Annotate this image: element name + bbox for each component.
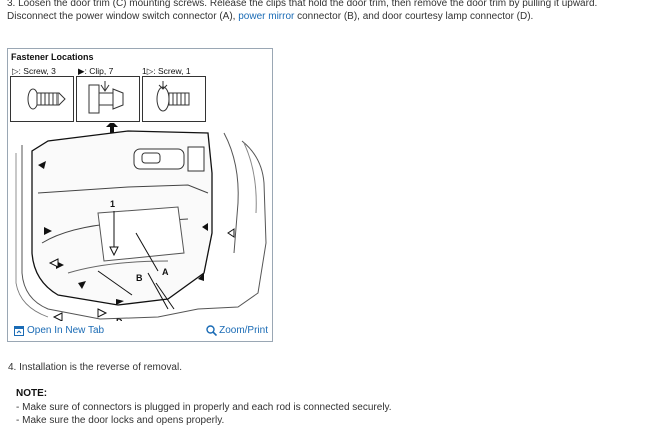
callout-d: D [116, 317, 123, 321]
screw-1-fastener-icon [156, 81, 190, 112]
legend-screw-label: : Screw, 3 [18, 66, 56, 76]
note-heading: NOTE: [16, 388, 48, 399]
callout-b: B [136, 273, 143, 283]
callout-a: A [162, 267, 169, 277]
legend-screw-1: 1▷: Screw, 1 [142, 66, 191, 77]
legend-screw-1-symbol: 1▷ [142, 66, 154, 76]
screw-fastener-box [10, 76, 74, 122]
note-item: - Make sure of connectors is plugged in … [16, 402, 392, 413]
zoom-print-link[interactable]: Zoom/Print [206, 325, 268, 336]
legend-clip-symbol: ▶ [78, 66, 85, 76]
screw-1-fastener-box [142, 76, 206, 122]
figure-toolbar: Open In New Tab Zoom/Print [8, 321, 272, 341]
magnifier-icon [206, 325, 218, 336]
legend-screw-symbol: ▷ [12, 66, 19, 76]
callout-1: 1 [110, 199, 115, 209]
open-in-new-tab-label: Open In New Tab [27, 325, 105, 336]
power-mirror-link[interactable]: power mirror [238, 11, 295, 22]
note-item: - Make sure the door locks and opens pro… [16, 415, 225, 426]
legend-clip: ▶: Clip, 7 [78, 66, 113, 77]
new-tab-icon [14, 325, 24, 336]
figure-title: Fastener Locations [11, 52, 94, 62]
open-in-new-tab-link[interactable]: Open In New Tab [14, 325, 104, 336]
clip-fastener-icon [88, 81, 124, 114]
door-trim-diagram: 1 A B C D [15, 123, 267, 321]
legend-clip-label: : Clip, 7 [84, 66, 114, 76]
zoom-print-label: Zoom/Print [219, 325, 268, 336]
step-3-text: 3. Loosen the door trim (C) mounting scr… [7, 0, 647, 23]
legend-screw: ▷: Screw, 3 [12, 66, 56, 77]
clip-fastener-box [76, 76, 140, 122]
screw-fastener-icon [27, 88, 66, 110]
legend-screw-1-label: : Screw, 1 [153, 66, 191, 76]
step-4-text: 4. Installation is the reverse of remova… [8, 362, 182, 373]
step-3-text-before: 3. Loosen the door trim (C) mounting scr… [7, 0, 598, 22]
step-3-text-after: connector (B), and door courtesy lamp co… [294, 11, 534, 22]
fastener-figure: Fastener Locations ▷: Screw, 3 ▶: Clip, … [7, 48, 273, 342]
up-arrow-icon [106, 123, 118, 141]
